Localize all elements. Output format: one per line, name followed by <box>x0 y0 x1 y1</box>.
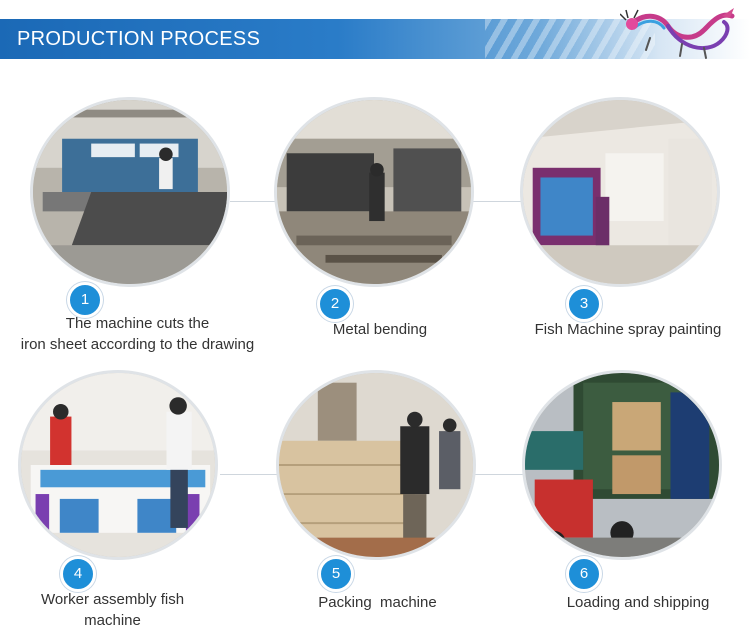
step-6-caption: Loading and shipping <box>566 594 710 611</box>
step-3-caption: Fish Machine spray painting <box>534 321 722 338</box>
step-6-number-badge: 6 <box>566 556 602 592</box>
step-1-number-badge: 1 <box>67 282 103 318</box>
step-4-photo-worker-assembly <box>18 370 218 560</box>
step-3-number-badge: 3 <box>566 286 602 322</box>
dragon-logo-icon <box>620 8 735 59</box>
step-2-caption: Metal bending <box>332 321 428 338</box>
step-4-number-badge: 4 <box>60 556 96 592</box>
step-3-photo-spray-painting <box>520 97 720 287</box>
step-5-photo-packing <box>276 370 476 560</box>
step-2-number-badge: 2 <box>317 286 353 322</box>
step-1-photo-cutting-machine <box>30 97 230 287</box>
step-5-number-badge: 5 <box>318 556 354 592</box>
step-6-photo-loading-shipping <box>522 370 722 560</box>
step-1-caption: The machine cuts the iron sheet accordin… <box>20 315 255 353</box>
step-5-caption: Packing machine <box>318 594 437 611</box>
step-2-photo-metal-bending <box>274 97 474 287</box>
page-title: PRODUCTION PROCESS <box>17 28 261 50</box>
step-4-caption: Worker assembly fish machine <box>40 591 185 629</box>
